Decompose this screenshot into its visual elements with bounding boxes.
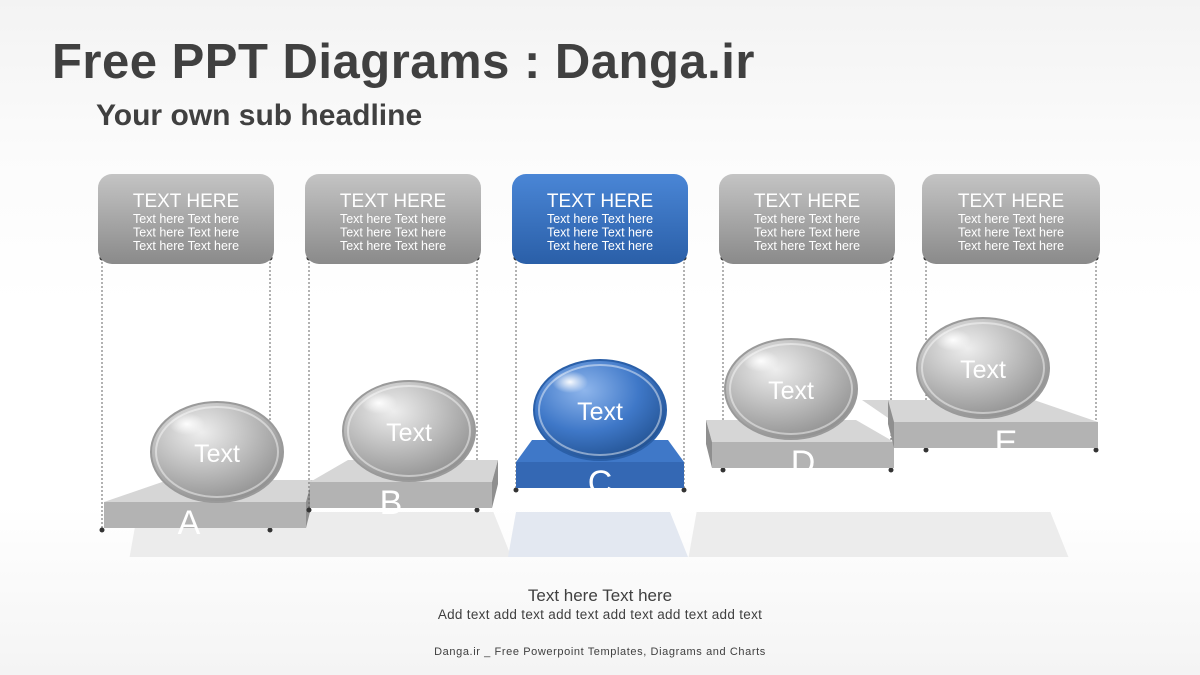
floor-shadow [508,512,688,557]
page-title: Free PPT Diagrams : Danga.ir [52,35,755,89]
connector-dot [99,527,105,533]
header-box-line: Text here Text here [547,239,653,253]
ball-label: Text [960,356,1006,384]
connector-dot [923,447,929,453]
header-box-title: TEXT HERE [340,191,446,212]
footer-credit: Danga.ir _ Free Powerpoint Templates, Di… [434,646,766,658]
connector-dot [720,467,726,473]
platform-letter: C [588,464,613,502]
platform-front [310,482,492,508]
platform-side [888,400,894,448]
connector-dot [267,527,273,533]
header-box [98,174,274,264]
header-box-line: Text here Text here [754,212,860,226]
header-box-title: TEXT HERE [754,191,860,212]
header-box-title: TEXT HERE [133,191,239,212]
header-box-line: Text here Text here [754,226,860,240]
ball-label: Text [386,419,432,447]
platform-front [516,462,684,488]
platform-front [712,442,894,468]
header-box-line: Text here Text here [958,239,1064,253]
platform-letter: B [380,484,403,522]
floor-shadow [317,512,512,557]
header-box-line: Text here Text here [340,239,446,253]
header-box-line: Text here Text here [958,212,1064,226]
floor-shadow [852,512,1069,557]
header-box-line: Text here Text here [133,239,239,253]
caption-body: Add text add text add text add text add … [437,607,763,622]
connector-dot [681,487,687,493]
header-box-line: Text here Text here [133,212,239,226]
caption-title: Text here Text here [527,586,673,605]
ball-highlight [361,392,397,414]
header-box-title: TEXT HERE [958,191,1064,212]
ball-label: Text [194,440,240,468]
connector-dot [306,507,312,513]
platform-side [706,420,712,468]
header-box [305,174,481,264]
platform-front [894,422,1098,448]
ball-highlight [169,413,205,435]
connector-dot [513,487,519,493]
platform-letter: A [178,504,201,542]
header-box [512,174,688,264]
connector-dot [888,467,894,473]
ball-rim [921,322,1045,414]
ball-highlight [743,350,779,372]
ball-rim [347,385,471,477]
floor-shadow [688,512,883,557]
platform-front [104,502,306,528]
header-box-line: Text here Text here [340,226,446,240]
ball-rim [729,343,853,435]
platform-letter: D [791,444,816,482]
header-box-line: Text here Text here [958,226,1064,240]
header-box [922,174,1100,264]
header-box-line: Text here Text here [133,226,239,240]
ball-rim [155,406,279,498]
header-box-line: Text here Text here [547,212,653,226]
header-box [719,174,895,264]
connector-dot [474,507,480,513]
ball-label: Text [768,377,814,405]
ball-highlight [935,329,971,351]
platform-side [492,460,498,508]
connector-dot [1093,447,1099,453]
header-box-title: TEXT HERE [547,191,653,212]
ball-rim [538,364,662,456]
page-subtitle: Your own sub headline [96,99,423,132]
header-box-line: Text here Text here [754,239,860,253]
ball-label: Text [577,398,623,426]
header-box-line: Text here Text here [340,212,446,226]
header-box-line: Text here Text here [547,226,653,240]
ball-highlight [552,371,588,393]
platform-letter: E [995,424,1018,462]
